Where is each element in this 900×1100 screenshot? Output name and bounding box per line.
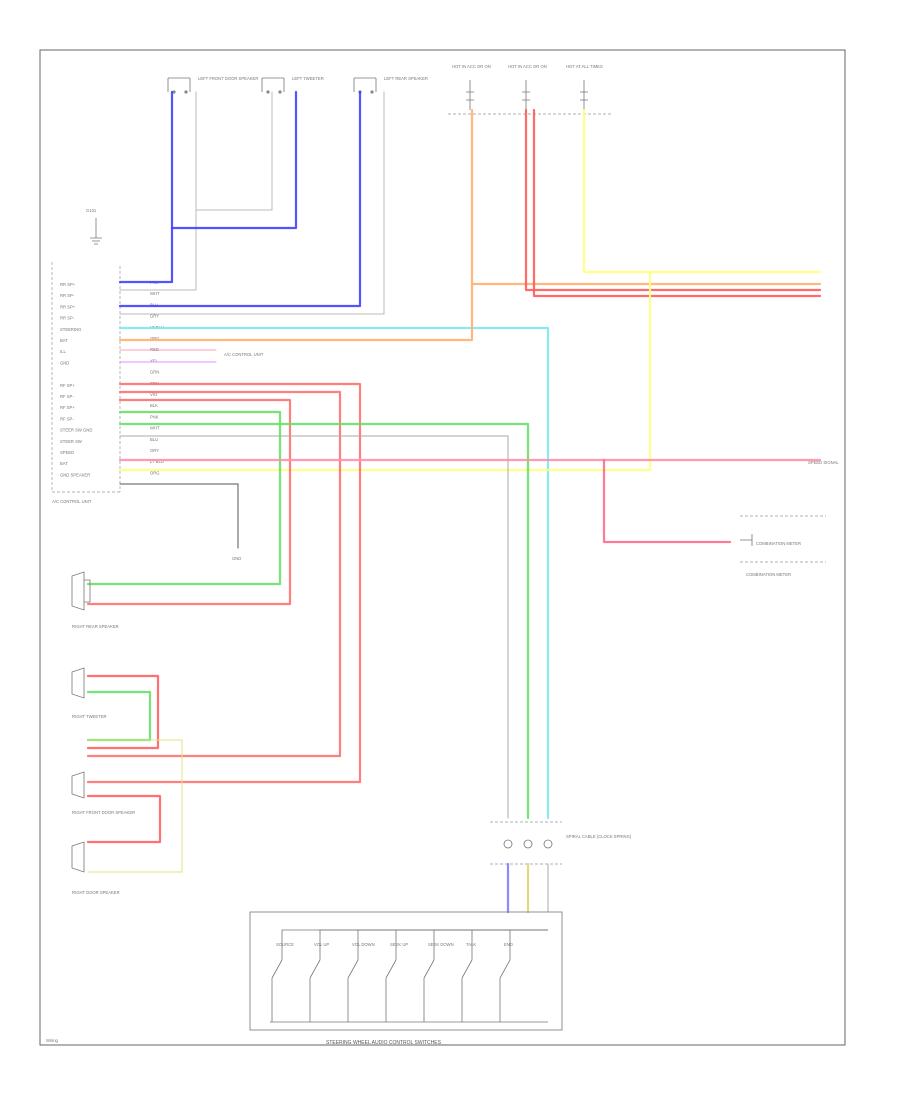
switch-label: SOURCE [276, 942, 294, 947]
wire-code-label: BLK [150, 403, 158, 408]
top-speaker-label-3: LEFT REAR SPEAKER [384, 76, 428, 81]
wire-code-label: GRY [150, 314, 159, 319]
wire-yellow-lower [87, 739, 183, 873]
sub-note: GND [232, 556, 241, 561]
left-speaker-label-1: RIGHT REAR SPEAKER [72, 624, 119, 629]
left-speaker-label-2: RIGHT TWEETER [72, 714, 107, 719]
pin-label: RR SP- [60, 316, 75, 321]
wire-yellow [582, 108, 822, 274]
control-unit-pins: RR SP+ PNK RR SP- WHT RR SP+ BLU RR SP- GRY STEE… [60, 280, 164, 477]
pin-label: RF SP+ [60, 383, 75, 388]
wire-green-steer [118, 422, 530, 820]
wire-blue-2 [170, 90, 298, 230]
wire-orange [118, 108, 474, 342]
switch-label: SEEK UP [390, 942, 408, 947]
left-speaker-1: RIGHT REAR SPEAKER [71, 571, 119, 629]
wire-yellow-down [118, 270, 652, 472]
top-speaker-left-rear: LEFT REAR SPEAKER [353, 76, 428, 94]
pin-label: RR SP+ [60, 304, 76, 309]
pin-label: RF SP- [60, 394, 74, 399]
combination-meter-label: COMBINATION METER [746, 572, 791, 577]
left-speaker-2: RIGHT TWEETER [71, 667, 107, 719]
wire-code-label: ORG [150, 336, 160, 341]
switch-label: SEEK DOWN [428, 942, 454, 947]
fuse-block-2: HOT IN ACC OR ON [508, 64, 547, 110]
ground-symbol: G101 [86, 208, 102, 245]
wire-code-label: GRY [150, 448, 159, 453]
left-speaker-3: RIGHT FRONT DOOR SPEAKER [71, 771, 135, 815]
wire-red-fuse [524, 108, 822, 292]
wire-code-label: PNK [150, 414, 159, 419]
pin-label: RF SP- [60, 416, 74, 421]
pin-label: SPEED [60, 450, 74, 455]
pin-label: STEER SW [60, 439, 82, 444]
pin-label: RR SP- [60, 293, 75, 298]
pin-label: ILL [60, 349, 66, 354]
wire-black-gnd [119, 483, 239, 549]
wire-white-2 [195, 91, 273, 211]
left-speaker-label-4: RIGHT DOOR SPEAKER [72, 890, 120, 895]
pin-label: STEER SW GND [60, 428, 92, 433]
pin-label: RF SP+ [60, 405, 75, 410]
pin-label: BAT [60, 338, 68, 343]
wire-white-1 [119, 91, 197, 291]
wire-code-label: YEL [150, 358, 159, 363]
switch-label: VOL DOWN [352, 942, 375, 947]
switch-label: TALK [466, 942, 476, 947]
switch-label: VOL UP [314, 942, 329, 947]
wire-lightblue [118, 326, 550, 820]
left-speaker-4: RIGHT DOOR SPEAKER [71, 841, 120, 895]
pin-label: RR SP+ [60, 282, 76, 287]
footer-left: Wiring [46, 1038, 59, 1043]
top-speaker-left-tweeter: LEFT TWEETER [261, 76, 324, 94]
wire-red-rf1 [86, 398, 292, 606]
fuse-label-2: HOT IN ACC OR ON [508, 64, 547, 69]
side-note: A/C CONTROL UNIT [224, 352, 264, 357]
spiral-cable: SPIRAL CABLE (CLOCK SPRING) [490, 821, 632, 865]
left-speaker-label-3: RIGHT FRONT DOOR SPEAKER [72, 810, 135, 815]
top-speaker-left-front: LEFT FRONT DOOR SPEAKER [167, 76, 258, 94]
top-speaker-label-2: LEFT TWEETER [292, 76, 324, 81]
switch-contact [499, 929, 548, 1022]
wire-green-rf [86, 410, 282, 586]
steering-switch-box: SOURCE VOL UP VOL DOWN SEEK UP SEEK DOWN TALK… [249, 911, 563, 1046]
wire-white-3 [119, 91, 385, 315]
pin-label: STEERING [60, 327, 81, 332]
wire-code-label: ORG [150, 470, 160, 475]
wire-blue-1 [118, 90, 174, 284]
wire-red-rr1 [86, 382, 362, 784]
wire-red-fuse-2 [532, 108, 822, 298]
spiral-cable-label: SPIRAL CABLE (CLOCK SPRING) [566, 834, 632, 839]
diagram-frame [39, 49, 846, 1046]
wire-code-label: WHT [150, 291, 160, 296]
fuse-label-3: HOT AT ALL TIMES [566, 64, 603, 69]
wire-code-label: GRN [150, 370, 159, 375]
wire-code-label: LT BLU [150, 459, 164, 464]
wire-red-lower [86, 794, 162, 844]
switch-label: END [504, 942, 513, 947]
wire-red-rr2 [86, 390, 342, 758]
fuse-label-1: HOT IN ACC OR ON [452, 64, 491, 69]
gauge-note: COMBINATION METER [756, 541, 801, 546]
combination-meter: COMBINATION METER COMBINATION METER [740, 515, 826, 577]
pin-label: GND SPEAKER [60, 472, 90, 477]
pin-label: BAT [60, 461, 68, 466]
bottom-component-label: STEERING WHEEL AUDIO CONTROL SWITCHES [326, 1040, 442, 1046]
fuse-block-3: HOT AT ALL TIMES [566, 64, 603, 110]
wire-blue-3 [118, 90, 362, 308]
wire-gray-steer [119, 435, 509, 819]
wire-red-rt1 [86, 674, 160, 750]
fuse-block-1: HOT IN ACC OR ON [452, 64, 491, 110]
ground-label: G101 [86, 208, 97, 213]
pin-label: GND [60, 360, 69, 365]
wire-code-label: BLU [150, 437, 158, 442]
control-unit-label: A/C CONTROL UNIT [52, 499, 92, 504]
wire-code-label: WHT [150, 426, 160, 431]
top-speaker-label-1: LEFT FRONT DOOR SPEAKER [198, 76, 258, 81]
wire-code-label: VIO [150, 392, 158, 397]
switch-group: SOURCE VOL UP VOL DOWN SEEK UP SEEK DOWN TALK… [271, 929, 548, 1022]
right-note: SPEED SIGNAL [808, 460, 839, 465]
wire-pink-meter [602, 458, 732, 544]
